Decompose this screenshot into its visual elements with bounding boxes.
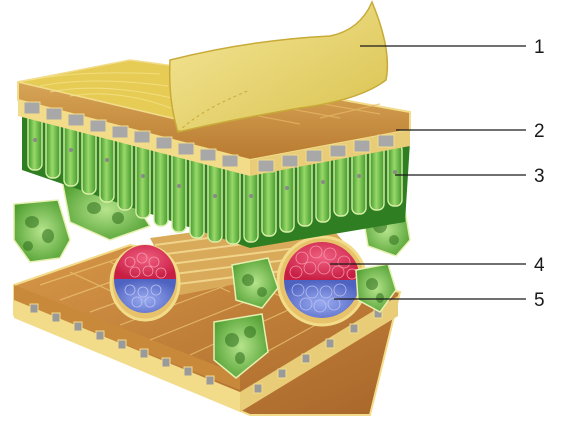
callout-1: 1 xyxy=(534,37,545,58)
callout-4: 4 xyxy=(534,255,545,276)
callout-3: 3 xyxy=(534,166,545,187)
vascular-bundle-left xyxy=(111,245,179,320)
callout-numbers: 1 2 3 4 5 xyxy=(534,37,545,311)
vascular-bundle-right xyxy=(278,237,366,325)
callout-5: 5 xyxy=(534,290,545,311)
callout-2: 2 xyxy=(534,121,545,142)
